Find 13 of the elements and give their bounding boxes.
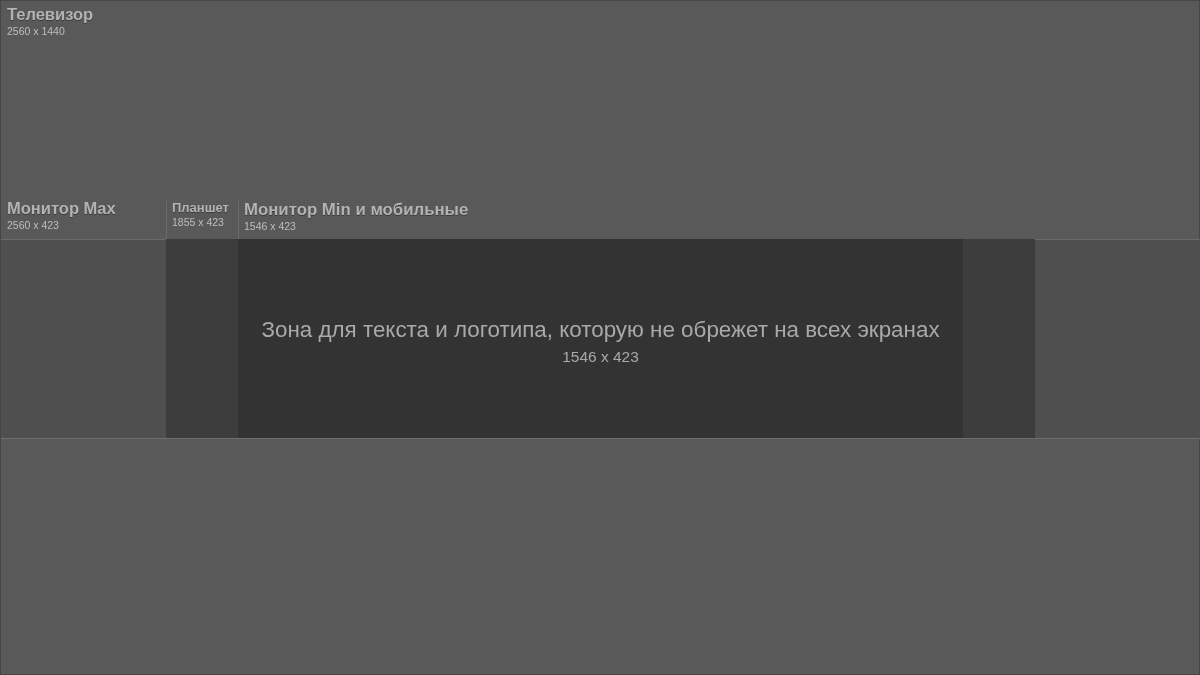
safe-zone-caption: Зона для текста и логотипа, которую не обрежет на всех экранах [261, 316, 940, 344]
safe-area [238, 201, 963, 438]
area-title: Телевизор [7, 4, 94, 25]
area-title: Планшет [172, 200, 229, 216]
dimension-text: 2560 x 1440 [7, 25, 65, 38]
tablet-area [166, 201, 1035, 438]
dimension-text: 1546 x 423 [244, 220, 296, 233]
dimension-text: 2560 x 423 [7, 219, 59, 232]
monitor-max-band [1, 198, 1200, 439]
dimension-text: 1546 x 423 [562, 347, 639, 367]
area-title: Монитор Min и мобильные [244, 199, 469, 220]
area-title: Монитор Max [7, 198, 116, 219]
dimension-text: 1855 x 423 [172, 216, 224, 229]
